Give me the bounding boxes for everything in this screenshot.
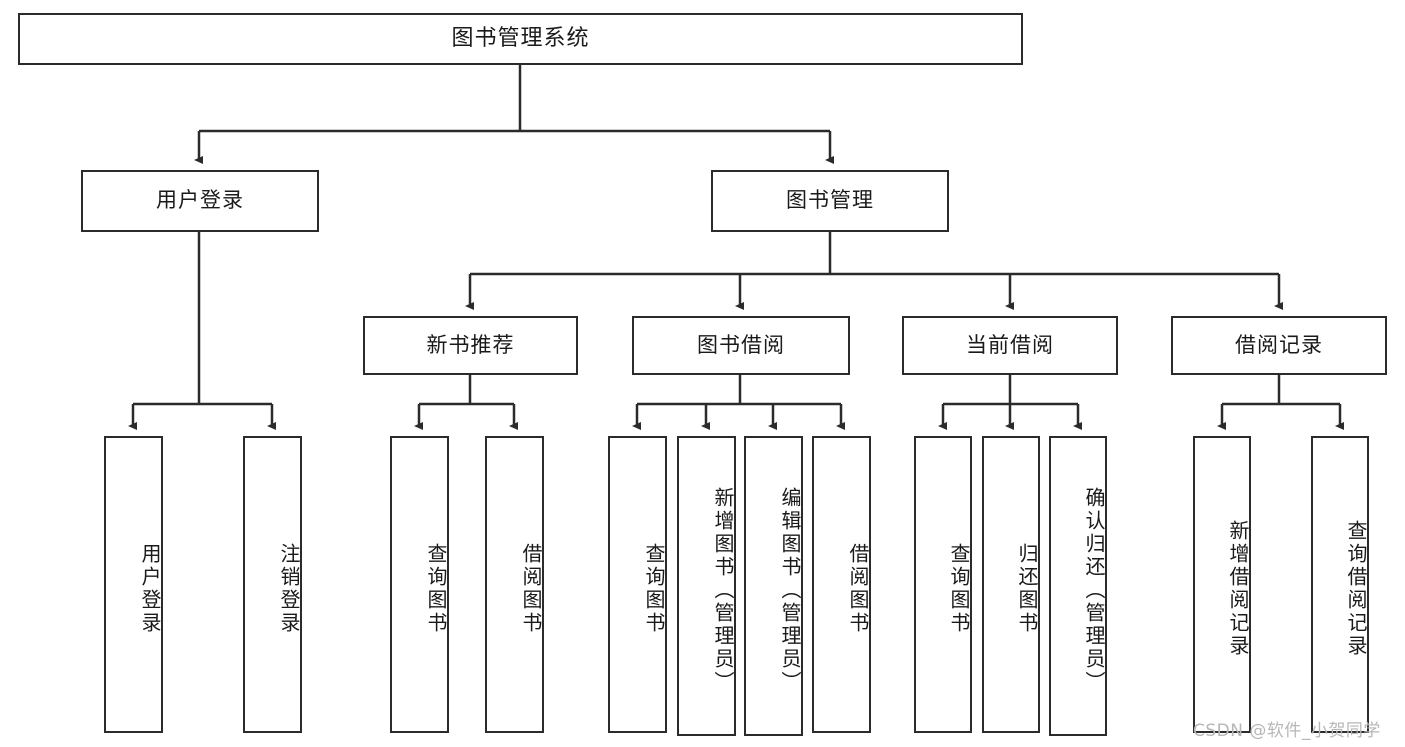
node-current-borrow[interactable]: 当前借阅 (902, 316, 1118, 375)
leaf-query-borrow-record[interactable]: 查询借阅记录 (1311, 436, 1369, 733)
leaf-return-book[interactable]: 归还图书 (982, 436, 1040, 733)
leaf-query-book-borrow[interactable]: 查询图书 (608, 436, 667, 733)
leaf-edit-book-admin[interactable]: 编辑图书（管理员） (744, 436, 803, 736)
node-book-management[interactable]: 图书管理 (711, 170, 949, 232)
leaf-query-book-current[interactable]: 查询图书 (914, 436, 972, 733)
leaf-query-book-new[interactable]: 查询图书 (390, 436, 449, 733)
node-borrow-record[interactable]: 借阅记录 (1171, 316, 1387, 375)
leaf-user-login[interactable]: 用户登录 (104, 436, 163, 733)
leaf-add-borrow-record[interactable]: 新增借阅记录 (1193, 436, 1251, 733)
node-user-login[interactable]: 用户登录 (81, 170, 319, 232)
leaf-logout-login[interactable]: 注销登录 (243, 436, 302, 733)
leaf-borrow-book[interactable]: 借阅图书 (812, 436, 871, 733)
node-root-system[interactable]: 图书管理系统 (18, 13, 1023, 65)
leaf-confirm-return-admin[interactable]: 确认归还（管理员） (1049, 436, 1107, 736)
node-book-borrow[interactable]: 图书借阅 (632, 316, 850, 375)
watermark-text: CSDN @软件_小贺同学 (1193, 721, 1381, 741)
node-new-book-recommend[interactable]: 新书推荐 (363, 316, 578, 375)
leaf-add-book-admin[interactable]: 新增图书（管理员） (677, 436, 736, 736)
leaf-borrow-book-new[interactable]: 借阅图书 (485, 436, 544, 733)
